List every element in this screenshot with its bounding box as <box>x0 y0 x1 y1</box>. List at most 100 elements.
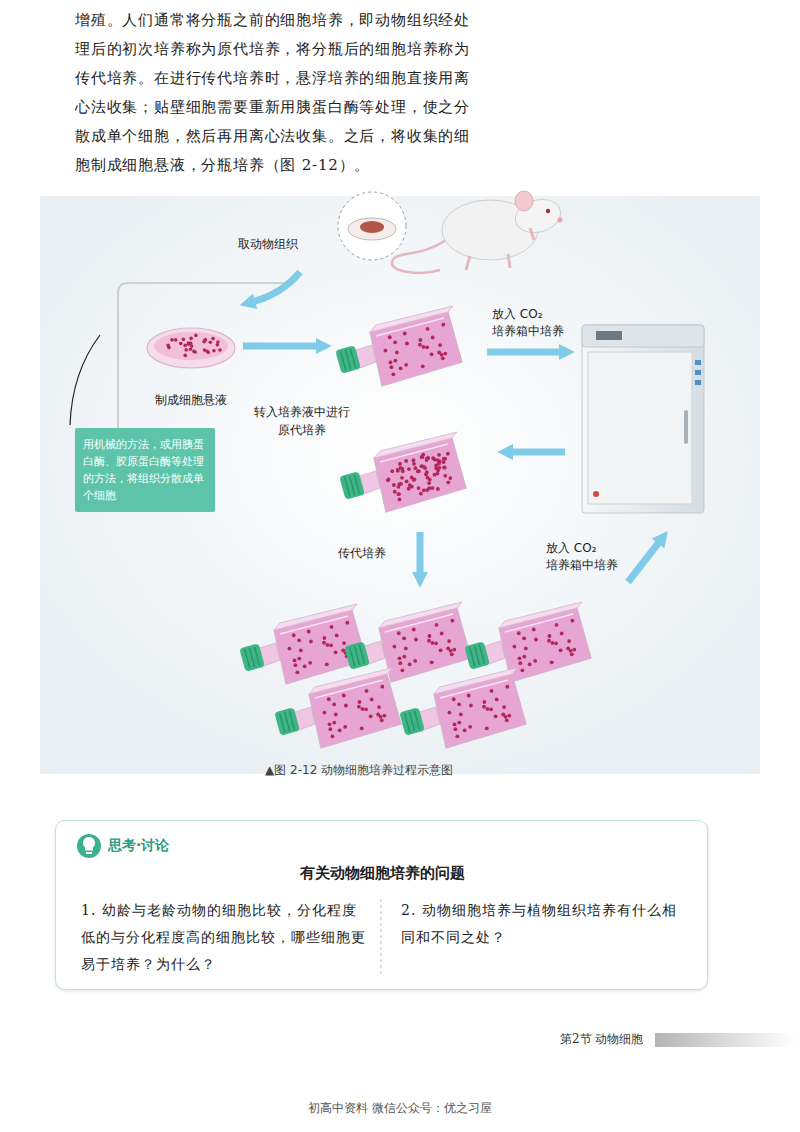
flask-figures-part <box>344 602 471 682</box>
flask-node: 转入培养液中进行原代培养 <box>335 298 467 396</box>
petri-dish-part <box>203 348 207 352</box>
co2-incubator-part <box>593 491 599 497</box>
discussion-decor-part <box>77 834 101 858</box>
petri-dish-part <box>212 349 216 353</box>
diagram-ground <box>40 196 760 774</box>
petri-dish-part <box>179 342 183 346</box>
page-footer: 第2节 动物细胞 <box>560 1031 643 1048</box>
petri-dish-part <box>218 348 222 352</box>
text-holder: 有关动物细胞培养的问题 <box>56 863 709 884</box>
petri-dish-part <box>216 340 220 344</box>
petri-dish-part <box>166 344 170 348</box>
step-label: 取动物组织 <box>238 236 298 253</box>
discussion-box: 思考·讨论有关动物细胞培养的问题 1. 幼龄与老龄动物的细胞比较，分化程度低的与分… <box>55 820 708 990</box>
flask-figures <box>239 432 591 748</box>
discussion-decor-part <box>381 899 382 977</box>
petri-dish-part <box>184 348 188 352</box>
culture-flask-part <box>335 306 462 386</box>
process-arrows-part <box>417 532 424 575</box>
culture-flask-part <box>384 323 448 376</box>
co2-incubator-part <box>596 331 622 340</box>
note-box: 用机械的方法，或用胰蛋白酶、胶原蛋白酶等处理的方法，将组织分散成单个细胞 <box>75 428 215 512</box>
text-holder: 2. 动物细胞培养与植物组织培养有什么相同和不同之处？ <box>401 897 691 951</box>
tissue-dish-callout-part <box>338 192 406 260</box>
process-arrows-part <box>628 541 660 582</box>
process-arrows-part <box>252 272 300 302</box>
petri-dish-part <box>189 337 193 341</box>
petri-dish-part <box>194 334 198 338</box>
mouse-figure <box>392 191 564 273</box>
flask-figures-part <box>288 621 352 674</box>
label-holder: 第2节 动物细胞 <box>560 1031 643 1048</box>
label-holder: ▲图 2-12 动物细胞培养过程示意图 <box>265 762 453 779</box>
body-paragraph: 增殖。人们通常将分瓶之前的细胞培养，即动物组织经处理后的初次培养称为原代培养，将… <box>75 6 475 180</box>
co2-incubator-part <box>684 410 688 444</box>
page-curl-line <box>70 335 100 425</box>
label-holder: 初高中资料 微信公众号：优之习屋 <box>0 1100 800 1117</box>
mouse-figure-part <box>558 218 563 223</box>
label-holder: 传代培养 <box>338 545 386 562</box>
co2-incubator-part <box>588 352 692 504</box>
flask-figures-part <box>386 452 452 502</box>
tissue-dish-callout-part <box>360 221 384 233</box>
petri-dish-part <box>174 338 178 342</box>
step-label: 传代培养 <box>338 545 386 562</box>
label-holder: 增殖。人们通常将分瓶之前的细胞培养，即动物组织经处理后的初次培养称为原代培养，将… <box>75 6 475 180</box>
mouse-figure-part <box>515 191 533 211</box>
process-arrow <box>243 343 319 350</box>
petri-dish-part <box>154 332 228 360</box>
process-arrows-part <box>487 349 562 356</box>
text-holder: 1. 幼龄与老龄动物的细胞比较，分化程度低的与分化程度高的细胞比较，哪些细胞更易… <box>81 897 371 978</box>
flask-figures-part <box>339 432 466 512</box>
text-holder: 制成细胞悬液 <box>141 392 241 409</box>
step-label: 放入 CO₂ 培养箱中培养 <box>546 540 624 574</box>
flask-figures-part <box>399 668 526 748</box>
co2-incubator-part <box>582 325 704 513</box>
co2-incubator-part <box>582 325 704 347</box>
petri-dish-part <box>147 328 235 368</box>
co2-incubator-part <box>695 360 701 365</box>
note-text: 用机械的方法，或用胰蛋白酶、胶原蛋白酶等处理的方法，将组织分散成单个细胞 <box>83 436 207 504</box>
petri-dish-part <box>209 340 213 344</box>
mouse-figure-part <box>466 228 534 270</box>
step-label: 制成细胞悬液 <box>141 392 241 409</box>
flask-figures-part <box>239 604 366 684</box>
step-label: 放入 CO₂ 培养箱中培养 <box>492 306 570 340</box>
box-title: 有关动物细胞培养的问题 <box>56 863 709 884</box>
discussion-decor-part <box>83 837 95 854</box>
label-holder: 放入 CO₂ 培养箱中培养 <box>492 306 570 340</box>
flask-figures-part <box>323 685 387 738</box>
petri-dish-part <box>170 338 174 342</box>
section-heading: 思考·讨论 <box>108 836 169 856</box>
petri-dish-part <box>187 341 191 345</box>
step-label: 转入培养液中进行原代培养 <box>253 403 351 439</box>
culture-flask <box>335 298 467 396</box>
process-arrows-part <box>510 449 565 456</box>
petri-dish-part <box>211 337 215 341</box>
figure-caption: ▲图 2-12 动物细胞培养过程示意图 <box>265 762 453 779</box>
co2-incubator <box>582 325 704 513</box>
flask-figures-part <box>274 668 401 748</box>
watermark: 初高中资料 微信公众号：优之习屋 <box>0 1100 800 1117</box>
petri-dish-part <box>183 344 187 348</box>
mouse-figure-part <box>546 209 550 213</box>
text-holder: 用机械的方法，或用胰蛋白酶、胶原蛋白酶等处理的方法，将组织分散成单个细胞 <box>83 436 207 504</box>
tissue-dish-callout-part <box>348 218 396 240</box>
question-text: 1. 幼龄与老龄动物的细胞比较，分化程度低的与分化程度高的细胞比较，哪些细胞更易… <box>81 897 371 978</box>
petri-dish-part <box>182 338 186 342</box>
text-holder: 转入培养液中进行原代培养 <box>253 403 351 439</box>
petri-dish-part <box>202 340 206 344</box>
flask-figures-part <box>513 619 577 672</box>
flask-figures-part <box>393 619 457 672</box>
petri-dish <box>145 322 237 370</box>
petri-dish-part <box>206 351 210 355</box>
co2-incubator-part <box>695 380 701 385</box>
question-text: 2. 动物细胞培养与植物组织培养有什么相同和不同之处？ <box>401 897 691 951</box>
text-holder: 思考·讨论 <box>108 836 169 856</box>
co2-incubator-part <box>695 370 701 375</box>
dish-node: 制成细胞悬液 <box>145 322 237 370</box>
petri-dish-part <box>192 350 196 354</box>
label-holder: 放入 CO₂ 培养箱中培养 <box>546 540 624 574</box>
tissue-dish-callout <box>338 192 406 260</box>
petri-dish-part <box>183 354 187 358</box>
